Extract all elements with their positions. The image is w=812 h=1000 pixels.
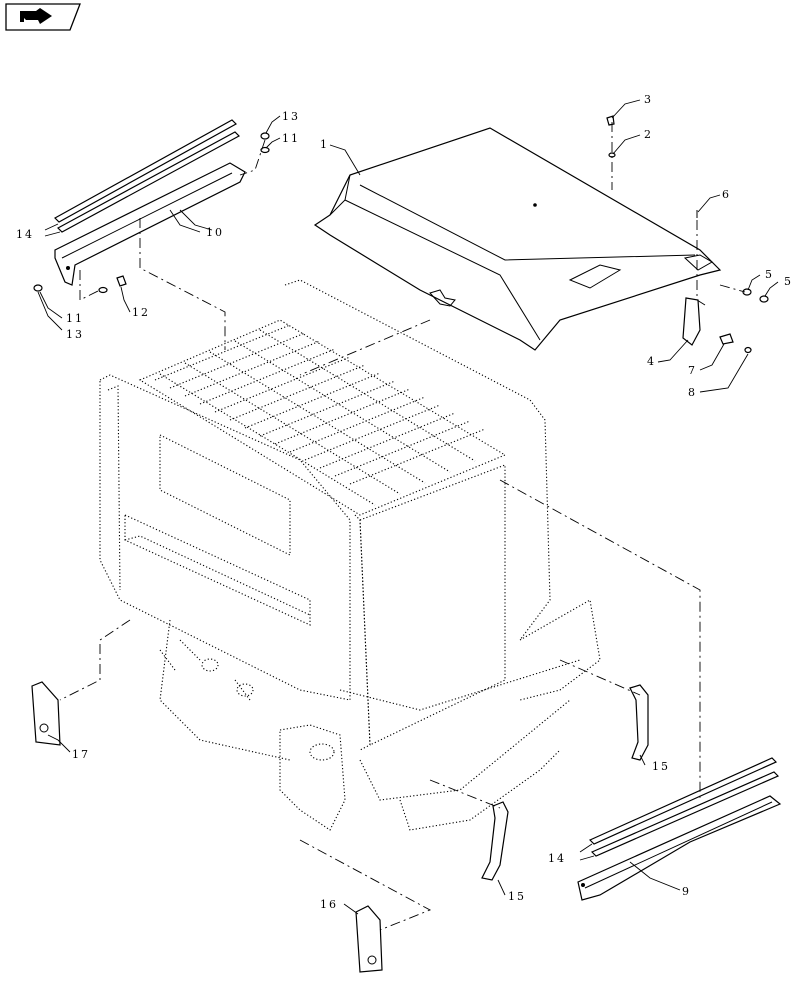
callout-5-b: 5 xyxy=(784,275,793,288)
callout-8: 8 xyxy=(688,386,697,399)
bracket-part-10 xyxy=(54,162,246,286)
latch-part-4 xyxy=(682,297,701,346)
top-cover-part-1 xyxy=(313,127,722,351)
screw-part-8 xyxy=(744,346,752,354)
callout-6: 6 xyxy=(722,188,731,201)
callout-12: 12 xyxy=(132,306,150,319)
callout-13-upper: 13 xyxy=(282,110,300,123)
corner-pad-part-17 xyxy=(31,681,61,746)
callout-7: 7 xyxy=(688,364,697,377)
callout-10: 10 xyxy=(206,226,224,239)
washer-part-11-lower xyxy=(98,286,108,294)
callout-labels: 1 2 3 4 5 5 6 7 8 9 10 11 11 12 13 13 14… xyxy=(16,93,793,911)
nut-part-13-lower xyxy=(33,284,43,292)
washer-part-11-upper xyxy=(260,146,270,154)
leader-lines xyxy=(37,99,779,915)
callout-9: 9 xyxy=(682,885,691,898)
assembly-lines xyxy=(59,122,746,931)
callout-15-right: 15 xyxy=(652,760,670,773)
callout-13-lower: 13 xyxy=(66,328,84,341)
callout-11-lower: 11 xyxy=(66,312,84,325)
seal-strip-part-14-lower xyxy=(588,757,780,857)
washer-part-5-a xyxy=(742,288,752,296)
corner-pad-part-16 xyxy=(355,905,383,973)
callout-11-upper: 11 xyxy=(282,132,300,145)
washer-part-5-b xyxy=(759,295,769,303)
next-page-arrow-icon[interactable] xyxy=(5,3,81,31)
bracket-part-9 xyxy=(577,795,782,901)
seal-strip-part-14-upper xyxy=(54,119,240,233)
callout-17: 17 xyxy=(72,748,90,761)
bolt-part-12 xyxy=(116,275,127,287)
machine-frame-phantom xyxy=(99,279,601,831)
callout-14-upper: 14 xyxy=(16,228,34,241)
callout-14-lower: 14 xyxy=(548,852,566,865)
callout-5-a: 5 xyxy=(765,268,774,281)
nut-part-13-upper xyxy=(260,132,270,140)
callout-16: 16 xyxy=(320,898,338,911)
plate-part-7 xyxy=(719,333,734,345)
side-strip-part-15-right xyxy=(629,684,649,761)
callout-15-lower: 15 xyxy=(508,890,526,903)
side-strip-part-15-lower xyxy=(481,801,509,881)
callout-2: 2 xyxy=(644,128,653,141)
callout-1: 1 xyxy=(320,138,329,151)
callout-3: 3 xyxy=(644,93,653,106)
callout-4: 4 xyxy=(647,355,656,368)
